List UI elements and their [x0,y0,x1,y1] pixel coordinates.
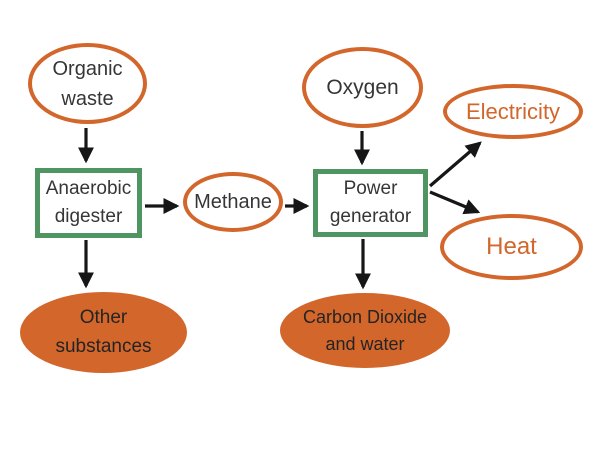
node-methane-label: Methane [194,191,272,213]
node-organic-waste: Organic waste [28,43,147,124]
node-electricity-label: Electricity [465,99,561,124]
node-anaerobic-digester-label: Anaerobic digester [45,177,132,228]
node-heat-label: Heat [486,233,537,260]
arrow-power-generator-to-heat [429,190,481,215]
node-carbon-dioxide-and-water-label: Carbon Dioxide and water [302,306,428,354]
node-heat: Heat [440,214,583,280]
node-oxygen-label: Oxygen [326,75,399,99]
node-other-substances: Other substances [20,292,187,373]
node-power-generator-label: Power generator [329,177,412,228]
node-power-generator: Power generator [313,169,428,237]
node-electricity: Electricity [443,84,583,139]
node-other-substances-label: Other substances [55,307,152,357]
node-organic-waste-label: Organic waste [52,57,123,110]
node-oxygen: Oxygen [302,47,423,128]
node-anaerobic-digester: Anaerobic digester [35,168,142,238]
node-methane: Methane [183,172,283,232]
node-carbon-dioxide-and-water: Carbon Dioxide and water [280,293,450,368]
arrow-power-generator-to-electricity [428,141,482,188]
